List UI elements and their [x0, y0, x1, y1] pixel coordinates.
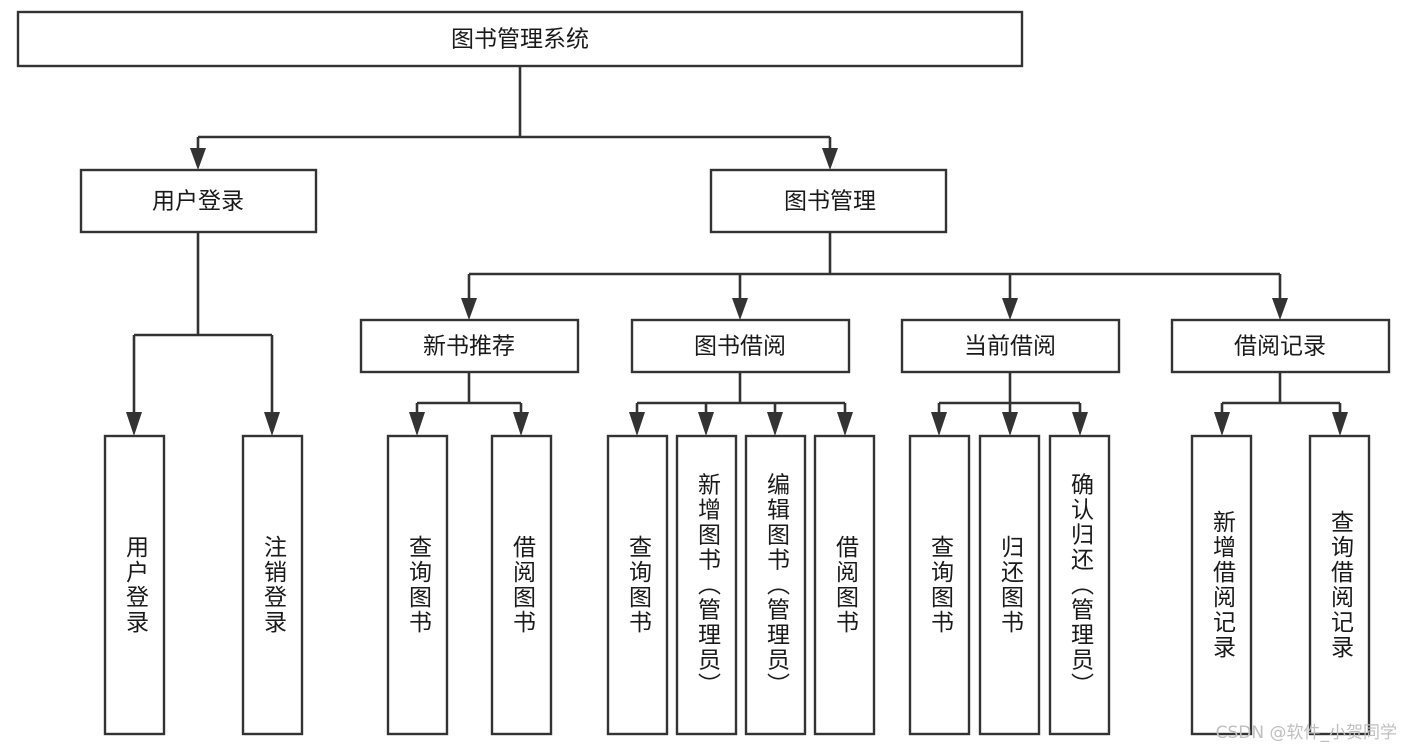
- node-leaf-borrow-book-1-label: 借阅图书: [509, 535, 537, 635]
- node-book-manage-label: 图书管理: [784, 189, 876, 215]
- edge-layer: [126, 66, 1348, 436]
- node-leaf-user-logout-label: 注销登录: [260, 535, 288, 635]
- arrow-leaf-add-record: [1214, 412, 1230, 436]
- node-leaf-confirm-return-box[interactable]: [1048, 434, 1111, 736]
- node-leaf-query-book-2[interactable]: 查询图书: [606, 434, 669, 736]
- node-leaf-borrow-book-2-label: 借阅图书: [832, 535, 860, 635]
- node-leaf-query-record-box[interactable]: [1308, 434, 1371, 736]
- arrow-leaf-add-book: [698, 412, 714, 436]
- arrow-user-login: [190, 148, 206, 170]
- node-current-borrow-label: 当前借阅: [964, 334, 1056, 360]
- node-leaf-query-record[interactable]: 查询借阅记录: [1308, 434, 1371, 736]
- node-leaf-edit-book[interactable]: 编辑图书（管理员）: [744, 434, 807, 736]
- node-borrow-record-box[interactable]: [1170, 318, 1391, 374]
- node-leaf-query-book-2-label: 查询图书: [625, 535, 653, 635]
- node-leaf-add-record-box[interactable]: [1190, 434, 1253, 736]
- node-leaf-query-book-1-box[interactable]: [386, 434, 449, 736]
- node-leaf-add-record[interactable]: 新增借阅记录: [1190, 434, 1253, 736]
- arrow-leaf-user-login: [126, 412, 142, 436]
- node-user-login[interactable]: 用户登录: [79, 168, 318, 234]
- arrow-leaf-edit-book: [767, 412, 783, 436]
- node-leaf-return-book-label: 归还图书: [997, 535, 1025, 635]
- node-leaf-query-book-1[interactable]: 查询图书: [386, 434, 449, 736]
- node-root[interactable]: 图书管理系统: [16, 10, 1024, 68]
- node-new-book-recommend-label: 新书推荐: [423, 334, 515, 360]
- node-current-borrow[interactable]: 当前借阅: [900, 318, 1121, 374]
- node-book-borrow-label: 图书借阅: [694, 334, 786, 360]
- node-borrow-record-label: 借阅记录: [1234, 334, 1326, 360]
- node-root-box[interactable]: [16, 10, 1024, 68]
- node-leaf-add-book[interactable]: 新增图书（管理员）: [675, 434, 738, 736]
- arrow-leaf-borrow-book-2: [837, 412, 853, 436]
- node-leaf-borrow-book-2[interactable]: 借阅图书: [813, 434, 876, 736]
- node-book-borrow[interactable]: 图书借阅: [630, 318, 851, 374]
- node-book-manage-box[interactable]: [709, 168, 948, 234]
- node-leaf-confirm-return[interactable]: 确认归还（管理员）: [1048, 434, 1111, 736]
- node-user-login-box[interactable]: [79, 168, 318, 234]
- arrow-leaf-query-book-2: [629, 412, 645, 436]
- node-leaf-user-logout[interactable]: 注销登录: [241, 434, 304, 736]
- node-leaf-user-login[interactable]: 用户登录: [103, 434, 166, 736]
- node-leaf-query-book-1-label: 查询图书: [405, 535, 433, 635]
- arrow-new-book-recommend: [461, 298, 477, 320]
- arrow-leaf-query-book-3: [931, 412, 947, 436]
- arrow-leaf-borrow-book-1: [513, 412, 529, 436]
- arrow-book-borrow: [732, 298, 748, 320]
- node-leaf-query-book-3[interactable]: 查询图书: [908, 434, 971, 736]
- node-leaf-edit-book-box[interactable]: [744, 434, 807, 736]
- arrow-leaf-confirm-return: [1072, 412, 1088, 436]
- node-leaf-borrow-book-2-box[interactable]: [813, 434, 876, 736]
- node-leaf-user-logout-box[interactable]: [241, 434, 304, 736]
- node-leaf-query-book-3-box[interactable]: [908, 434, 971, 736]
- node-leaf-return-book-box[interactable]: [978, 434, 1041, 736]
- arrow-leaf-user-logout: [264, 412, 280, 436]
- node-new-book-recommend[interactable]: 新书推荐: [359, 318, 580, 374]
- arrow-leaf-query-book-1: [409, 412, 425, 436]
- node-leaf-borrow-book-1[interactable]: 借阅图书: [490, 434, 553, 736]
- node-leaf-return-book[interactable]: 归还图书: [978, 434, 1041, 736]
- arrow-borrow-record: [1272, 298, 1288, 320]
- arrow-book-manage: [822, 148, 838, 170]
- arrow-current-borrow: [1002, 298, 1018, 320]
- node-leaf-add-book-label: 新增图书（管理员）: [694, 473, 722, 698]
- node-leaf-add-record-label: 新增借阅记录: [1209, 510, 1237, 660]
- node-leaf-add-book-box[interactable]: [675, 434, 738, 736]
- arrow-leaf-query-record: [1332, 412, 1348, 436]
- node-book-borrow-box[interactable]: [630, 318, 851, 374]
- node-borrow-record[interactable]: 借阅记录: [1170, 318, 1391, 374]
- node-leaf-query-record-label: 查询借阅记录: [1327, 510, 1355, 660]
- node-leaf-query-book-3-label: 查询图书: [927, 535, 955, 635]
- node-user-login-label: 用户登录: [152, 189, 244, 215]
- node-leaf-edit-book-label: 编辑图书（管理员）: [763, 473, 791, 698]
- node-leaf-query-book-2-box[interactable]: [606, 434, 669, 736]
- node-root-label: 图书管理系统: [451, 27, 589, 53]
- node-leaf-user-login-label: 用户登录: [122, 535, 150, 635]
- node-new-book-recommend-box[interactable]: [359, 318, 580, 374]
- node-leaf-user-login-box[interactable]: [103, 434, 166, 736]
- node-leaf-confirm-return-label: 确认归还（管理员）: [1067, 473, 1095, 698]
- node-leaf-borrow-book-1-box[interactable]: [490, 434, 553, 736]
- node-current-borrow-box[interactable]: [900, 318, 1121, 374]
- node-book-manage[interactable]: 图书管理: [709, 168, 948, 234]
- arrow-leaf-return-book: [1002, 412, 1018, 436]
